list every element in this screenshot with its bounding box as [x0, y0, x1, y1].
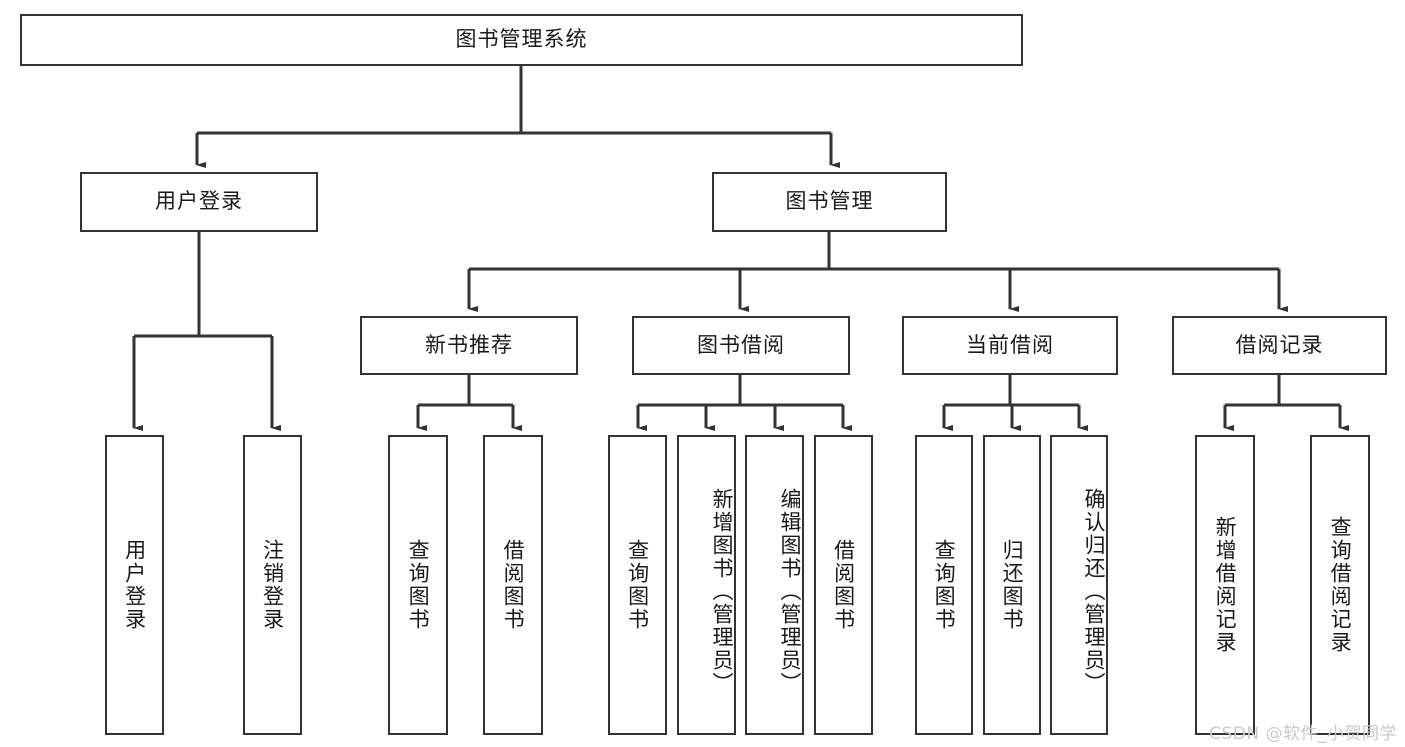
watermark: CSDN @软件_小贺同学 — [1209, 724, 1397, 744]
node-user-login[interactable]: 用户登录 — [80, 172, 318, 232]
leaf-borrow-book-recommend[interactable]: 借阅图书 — [483, 435, 543, 735]
node-root[interactable]: 图书管理系统 — [20, 14, 1023, 66]
leaf-borrow-book[interactable]: 借阅图书 — [814, 435, 873, 735]
leaf-edit-book-admin[interactable]: 编辑图书（管理员） — [745, 435, 804, 735]
leaf-query-book-borrow[interactable]: 查询图书 — [608, 435, 667, 735]
node-new-book-recommend[interactable]: 新书推荐 — [360, 316, 578, 375]
node-borrow-record[interactable]: 借阅记录 — [1172, 316, 1387, 375]
leaf-add-borrow-record[interactable]: 新增借阅记录 — [1195, 435, 1255, 735]
leaf-query-book-recommend[interactable]: 查询图书 — [388, 435, 448, 735]
leaf-return-book[interactable]: 归还图书 — [983, 435, 1041, 735]
leaf-query-borrow-record[interactable]: 查询借阅记录 — [1310, 435, 1370, 735]
node-book-borrow[interactable]: 图书借阅 — [632, 316, 850, 375]
leaf-user-login[interactable]: 用户登录 — [105, 435, 164, 735]
leaf-query-book-current[interactable]: 查询图书 — [915, 435, 973, 735]
leaf-confirm-return-admin[interactable]: 确认归还（管理员） — [1050, 435, 1108, 735]
leaf-logout[interactable]: 注销登录 — [243, 435, 302, 735]
node-book-manage[interactable]: 图书管理 — [712, 172, 947, 232]
leaf-add-book-admin[interactable]: 新增图书（管理员） — [677, 435, 736, 735]
node-current-borrow[interactable]: 当前借阅 — [902, 316, 1118, 375]
